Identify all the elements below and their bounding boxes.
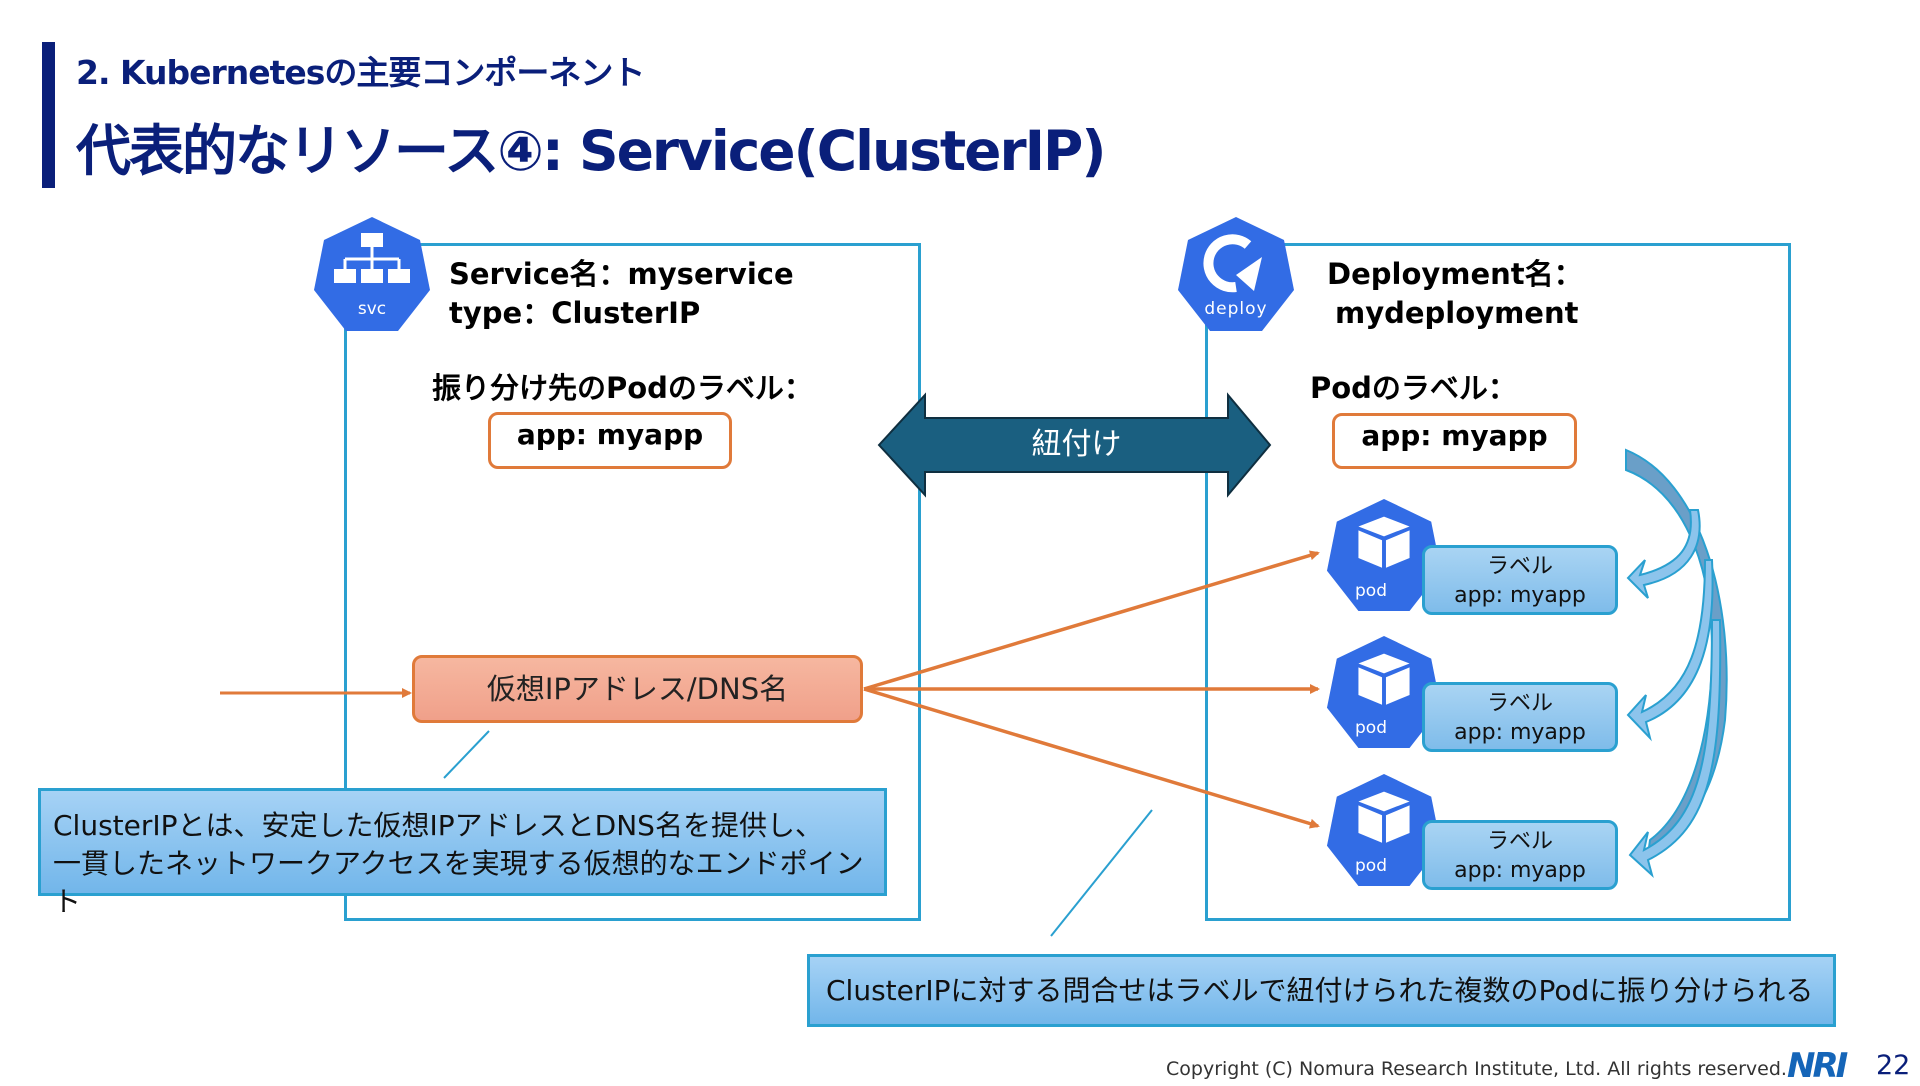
- pod-label-value: app: myapp: [1454, 583, 1586, 608]
- service-icon: svc: [312, 215, 432, 337]
- service-type: type：ClusterIP: [449, 296, 701, 330]
- callout1-line2: 一貫したネットワークアクセスを実現する仮想的なエンドポイント: [53, 847, 864, 918]
- route-arrow-pod-3: [863, 687, 1320, 829]
- page-title: 代表的なリソース④: Service(ClusterIP): [76, 119, 1106, 183]
- pod-label-title: ラベル: [1486, 691, 1553, 716]
- pod-label-title: ラベル: [1486, 829, 1553, 854]
- service-frame: [344, 243, 921, 921]
- pod-label-title: ラベル: [1486, 554, 1553, 579]
- service-name: Service名：myservice: [449, 257, 794, 291]
- callout2-pointer: [1050, 809, 1153, 937]
- route-arrow-pod-1: [863, 550, 1320, 691]
- pod-label-box: ラベル app: myapp: [1422, 682, 1618, 752]
- pod-item: pod ラベル app: myapp: [1325, 634, 1618, 754]
- pod-label-box: ラベル app: myapp: [1422, 820, 1618, 890]
- pod-icon: [1326, 635, 1442, 749]
- deployment-name-value: mydeployment: [1335, 296, 1579, 330]
- clusterip-definition-callout: ClusterIPとは、安定した仮想IPアドレスとDNS名を提供し、 一貫したネ…: [38, 788, 887, 918]
- pod-item: pod ラベル app: myapp: [1325, 497, 1618, 617]
- pod-icon-label: pod: [1355, 856, 1387, 876]
- pod-label-title: Podのラベル：: [1310, 371, 1517, 405]
- link-arrow-label: 紐付け: [1031, 427, 1122, 462]
- section-subtitle: 2. Kubernetesの主要コンポーネント: [76, 53, 645, 92]
- pod-label-value: app: myapp: [1454, 858, 1586, 883]
- title-accent-bar: [42, 42, 55, 188]
- service-selector-value: app: myapp: [488, 412, 732, 469]
- callout1-pointer: [443, 730, 490, 779]
- pod-icon-label: pod: [1355, 581, 1387, 601]
- pod-item: pod ラベル app: myapp: [1325, 772, 1618, 892]
- service-icon-label: svc: [357, 299, 387, 319]
- nri-logo: NRI: [1787, 1046, 1848, 1086]
- pod-icon-label: pod: [1355, 718, 1387, 738]
- pod-icon: [1326, 773, 1442, 887]
- deployment-frame: [1205, 243, 1791, 921]
- deployment-icon-label: deploy: [1204, 299, 1268, 319]
- service-selector-title: 振り分け先のPodのラベル：: [432, 371, 813, 405]
- propagation-arrow-pod-1: [1626, 509, 1701, 599]
- propagation-arrow-pod-3: [1628, 619, 1722, 879]
- copyright-text: Copyright (C) Nomura Research Institute,…: [1166, 1058, 1787, 1080]
- link-double-arrow: [877, 392, 1272, 498]
- deployment-icon: deploy: [1176, 215, 1296, 337]
- pod-icon: [1326, 498, 1442, 612]
- routing-callout: ClusterIPに対する問合せはラベルで紐付けられた複数のPodに振り分けられ…: [807, 954, 1836, 1027]
- virtual-ip-dns-box: 仮想IPアドレス/DNS名: [412, 655, 863, 723]
- pod-label-value: app: myapp: [1332, 413, 1577, 469]
- page-number: 22: [1876, 1050, 1911, 1081]
- callout1-line1: ClusterIPとは、安定した仮想IPアドレスとDNS名を提供し、: [53, 809, 823, 842]
- pod-label-value: app: myapp: [1454, 720, 1586, 745]
- propagation-arrow-pod-2: [1626, 559, 1714, 742]
- pod-label-box: ラベル app: myapp: [1422, 545, 1618, 615]
- deployment-name-label: Deployment名：: [1327, 257, 1583, 291]
